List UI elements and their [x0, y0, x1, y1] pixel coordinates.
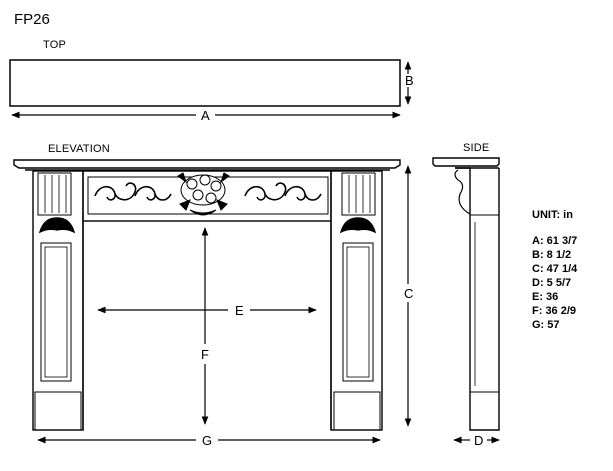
side-body: [455, 167, 500, 431]
model-number: FP26: [14, 11, 50, 28]
dimension-e-label: E: [235, 303, 244, 318]
dimension-c-label: C: [404, 286, 414, 301]
center-floral-carving: [177, 172, 230, 216]
dimension-b-label: B: [405, 73, 414, 88]
left-corbel-carving: [38, 217, 76, 234]
frieze: [82, 170, 332, 222]
legend-item: C: 47 1/4: [532, 263, 578, 275]
legend-item: G: 57: [532, 319, 560, 331]
scroll-ornament: [94, 182, 322, 201]
legend-item: E: 36: [532, 291, 559, 303]
legend-item: F: 36 2/9: [532, 305, 577, 317]
side-view: [432, 157, 500, 431]
top-view: [9, 59, 401, 107]
right-corbel-carving: [339, 217, 377, 234]
legend-item: D: 5 5/7: [532, 277, 572, 289]
dimension-g-label: G: [202, 433, 213, 448]
dimension-legend: UNIT: in A: 61 3/7 B: 8 1/2 C: 47 1/4 D:…: [532, 208, 577, 332]
side-view-label: SIDE: [463, 142, 490, 154]
dimension-a-label: A: [201, 108, 210, 123]
top-view-label: TOP: [43, 39, 67, 51]
right-leg: [330, 170, 383, 431]
unit-label: UNIT: in: [532, 209, 573, 221]
side-shelf: [432, 157, 500, 167]
dimension-f-label: F: [201, 347, 209, 362]
top-view-outline: [9, 59, 401, 107]
dimension-d-label: D: [474, 433, 484, 448]
elevation-view-label: ELEVATION: [48, 143, 110, 155]
legend-item: A: 61 3/7: [532, 235, 578, 247]
elevation-view: [13, 159, 401, 431]
mantel-shelf: [13, 159, 401, 169]
legend-item: B: 8 1/2: [532, 249, 572, 261]
side-bracket: [454, 169, 471, 215]
